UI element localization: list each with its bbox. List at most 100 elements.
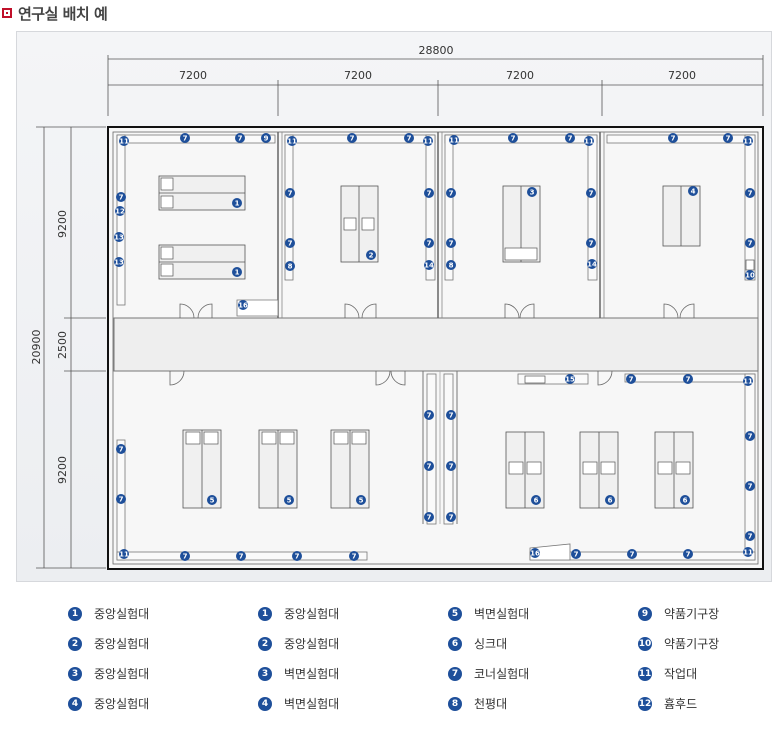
legend-label: 싱크대 (474, 637, 508, 651)
badge-8: 8 (449, 262, 454, 270)
badge-8: 8 (288, 263, 293, 271)
badge-7: 7 (183, 553, 188, 561)
legend-label: 중앙실험대 (94, 667, 150, 681)
badge-7: 7 (288, 190, 293, 198)
badge-7: 7 (183, 135, 188, 143)
badge-7: 7 (589, 190, 594, 198)
badge-markers: 11 7 7 9 7 12 13 13 1 1 16 11 7 7 11 7 7… (114, 133, 755, 561)
dim-row-1-label: 9200 (56, 210, 69, 238)
legend-item: 4 중앙실험대 (68, 695, 149, 712)
badge-2: 2 (369, 252, 374, 260)
legend-badge: 1 (68, 606, 82, 621)
sink-boxes (160, 177, 755, 475)
badge-7: 7 (295, 553, 300, 561)
legend-badge: 2 (258, 636, 272, 651)
badge-7: 7 (449, 412, 454, 420)
legend-badge: 4 (68, 696, 82, 711)
badge-12: 12 (115, 208, 125, 216)
badge-11: 11 (449, 137, 459, 145)
legend-badge: 9 (638, 606, 652, 621)
dim-col-4-label: 7200 (668, 69, 696, 82)
badge-9: 9 (264, 135, 269, 143)
badge-11: 11 (287, 138, 297, 146)
legend-badge: 11 (638, 666, 652, 681)
legend-badge: 7 (448, 666, 462, 681)
badge-13: 13 (114, 234, 124, 242)
page-title-text: 연구실 배치 예 (18, 4, 108, 23)
badge-14: 14 (587, 261, 597, 269)
legend-badge: 12 (638, 696, 652, 711)
badge-3: 3 (530, 189, 535, 197)
badge-5: 5 (210, 497, 215, 505)
badge-11: 11 (743, 138, 753, 146)
legend-badge: 4 (258, 696, 272, 711)
title-square-icon (2, 8, 12, 18)
dim-height-total-label: 20900 (30, 330, 43, 365)
badge-7: 7 (630, 551, 635, 559)
legend-label: 천평대 (474, 697, 508, 711)
legend-label: 벽면실험대 (284, 667, 340, 681)
legend-badge: 1 (258, 606, 272, 621)
badge-16: 16 (530, 550, 540, 558)
badge-15: 15 (565, 376, 575, 384)
badge-7: 7 (449, 240, 454, 248)
badge-7: 7 (629, 376, 634, 384)
top-dimension-lines (107, 55, 764, 116)
legend-label: 작업대 (664, 667, 698, 681)
badge-7: 7 (239, 553, 244, 561)
badge-7: 7 (288, 240, 293, 248)
badge-6: 6 (534, 497, 539, 505)
legend-item: 12 흄후드 (638, 695, 697, 712)
badge-11: 11 (743, 378, 753, 386)
dim-row-3-label: 9200 (56, 456, 69, 484)
legend-badge: 8 (448, 696, 462, 711)
badge-7: 7 (568, 135, 573, 143)
left-dimension-lines (36, 126, 106, 569)
badge-7: 7 (686, 376, 691, 384)
doors (169, 303, 695, 386)
legend-badge: 5 (448, 606, 462, 621)
badge-7: 7 (352, 553, 357, 561)
badge-7: 7 (748, 240, 753, 248)
dim-row-2-label: 2500 (56, 331, 69, 359)
legend-item: 4 벽면실험대 (258, 695, 339, 712)
badge-11: 11 (584, 138, 594, 146)
legend-item: 8 천평대 (448, 695, 507, 712)
legend-label: 중앙실험대 (94, 697, 150, 711)
badge-6: 6 (608, 497, 613, 505)
legend-label: 약품기구장 (664, 637, 720, 651)
badge-1: 1 (235, 200, 240, 208)
badge-7: 7 (449, 463, 454, 471)
dim-total-label: 28800 (419, 44, 454, 57)
badge-11: 11 (119, 138, 129, 146)
page-title: 연구실 배치 예 (2, 3, 108, 23)
badge-7: 7 (350, 135, 355, 143)
badge-1: 1 (235, 269, 240, 277)
badge-7: 7 (238, 135, 243, 143)
badge-7: 7 (449, 514, 454, 522)
legend-badge: 2 (68, 636, 82, 651)
badge-7: 7 (748, 533, 753, 541)
legend-label: 흄후드 (664, 697, 698, 711)
badge-7: 7 (589, 240, 594, 248)
badge-16: 16 (238, 302, 248, 310)
legend-label: 벽면실험대 (284, 697, 340, 711)
badge-11: 11 (423, 138, 433, 146)
badge-7: 7 (119, 446, 124, 454)
legend-label: 코너실험대 (474, 667, 530, 681)
dim-col-3-label: 7200 (506, 69, 534, 82)
badge-4: 4 (691, 188, 696, 196)
badge-10: 10 (745, 272, 755, 280)
legend-label: 중앙실험대 (94, 607, 150, 621)
badge-14: 14 (424, 262, 434, 270)
badge-7: 7 (449, 190, 454, 198)
badge-11: 11 (119, 551, 129, 559)
legend-label: 중앙실험대 (94, 637, 150, 651)
badge-7: 7 (119, 194, 124, 202)
